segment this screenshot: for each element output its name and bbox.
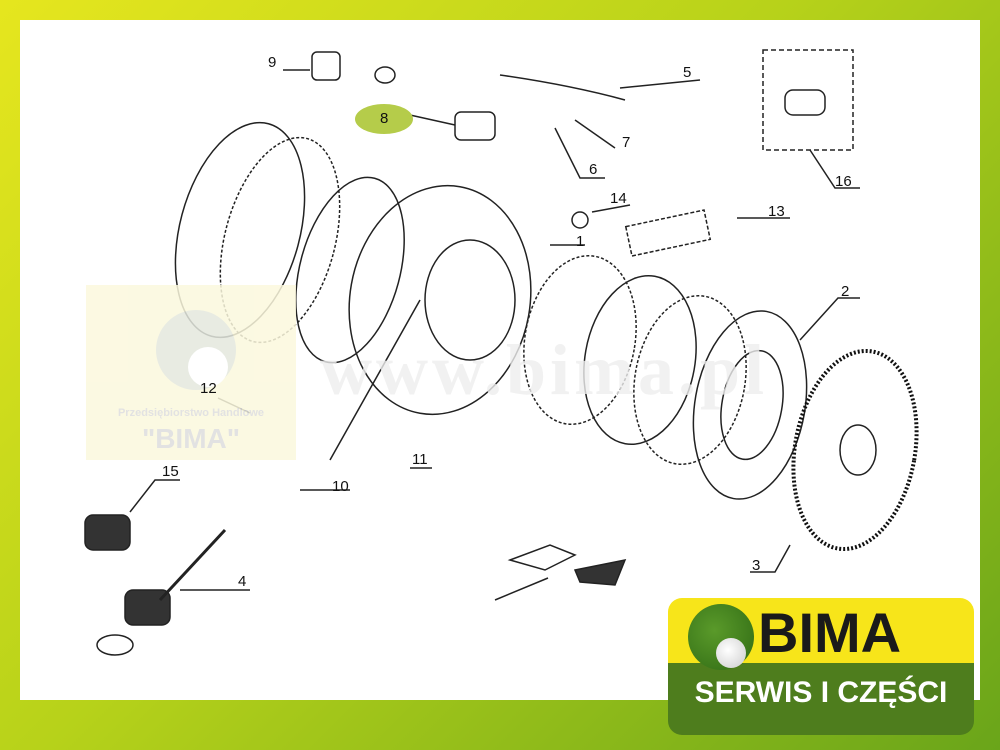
watermark-company-text: Przedsiębiorstwo Handlowe xyxy=(117,407,265,419)
disc-right-2 xyxy=(583,274,697,446)
shaft-11 xyxy=(329,299,421,461)
part-label-15: 15 xyxy=(162,463,179,480)
part-label-12: 12 xyxy=(200,380,217,397)
leader-lines xyxy=(129,69,860,591)
part-label-14: 14 xyxy=(610,190,627,207)
watermark-url: www.bima.pl xyxy=(320,330,769,410)
part-label-11: 11 xyxy=(412,451,428,468)
highlight-oval xyxy=(355,104,413,134)
part-label-8: 8 xyxy=(380,110,389,127)
part-label-3: 3 xyxy=(752,557,761,574)
watermark-name-text: "BIMA" xyxy=(141,423,241,454)
part-15 xyxy=(84,514,131,551)
disc-right-3 xyxy=(633,294,747,466)
part-9 xyxy=(311,51,341,81)
bima-logo: BIMA SERWIS I CZĘŚCI xyxy=(668,598,974,738)
disc-3 xyxy=(791,348,919,552)
watermark-company: Przedsiębiorstwo Handlowe "BIMA" xyxy=(86,285,296,460)
disc-right-1 xyxy=(523,254,637,426)
part-label-1: 1 xyxy=(576,233,585,250)
part-label-10: 10 xyxy=(332,478,349,495)
disc-middle xyxy=(295,176,405,364)
disc-left-friction xyxy=(219,136,341,344)
logo-tagline: SERWIS I CZĘŚCI xyxy=(694,676,948,709)
part-label-5: 5 xyxy=(683,64,692,81)
logo-name: BIMA xyxy=(758,601,902,664)
part-label-16: 16 xyxy=(835,173,852,190)
part-label-4: 4 xyxy=(238,573,247,590)
part-label-6: 6 xyxy=(589,161,598,178)
part-label-2: 2 xyxy=(841,283,850,300)
part-label-9: 9 xyxy=(268,54,277,71)
part-4-bushing xyxy=(124,589,171,626)
part-label-13: 13 xyxy=(768,203,785,220)
part-label-7: 7 xyxy=(622,134,631,151)
